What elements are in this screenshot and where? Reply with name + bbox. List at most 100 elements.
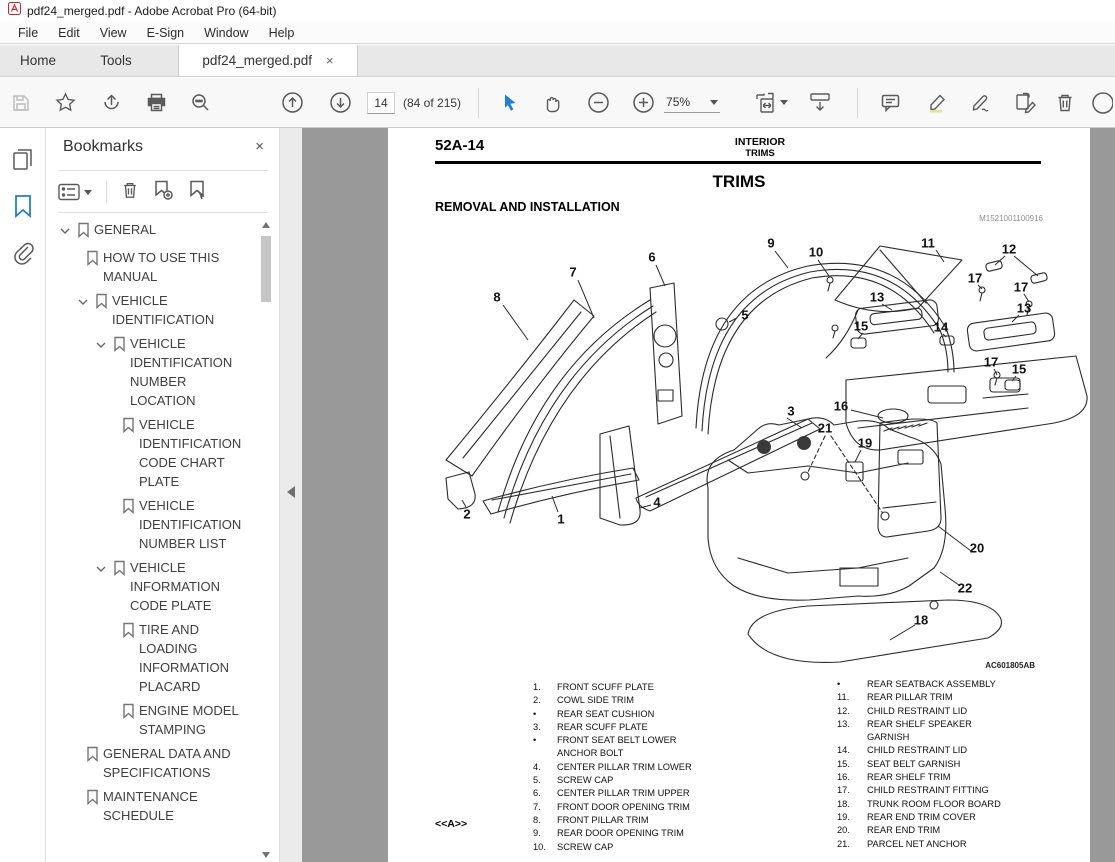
parts-item-marker: 19.	[837, 811, 850, 822]
parts-item-marker: •	[533, 735, 537, 746]
fit-width-icon[interactable]	[752, 90, 788, 116]
parts-item-label: REAR END TRIM	[867, 825, 941, 836]
bookmarks-header: Bookmarks ×	[46, 136, 278, 164]
tab-document[interactable]: pdf24_merged.pdf ×	[178, 45, 358, 76]
parts-list-row: 14.CHILD RESTRAINT LID	[837, 744, 1013, 757]
chevron-down-icon[interactable]	[95, 334, 113, 356]
sign-icon[interactable]	[968, 90, 994, 116]
select-tool-icon[interactable]	[497, 90, 523, 116]
scroll-down-icon[interactable]	[262, 852, 270, 858]
print-icon[interactable]	[143, 90, 169, 116]
parts-list-row: 7.FRONT DOOR OPENING TRIM	[533, 801, 709, 814]
organize-pages-icon[interactable]	[1012, 90, 1038, 116]
star-icon[interactable]	[52, 90, 78, 116]
parts-list-row: 9.REAR DOOR OPENING TRIM	[533, 827, 709, 840]
highlight-icon[interactable]	[924, 90, 950, 116]
bookmark-item[interactable]: VEHICLE IDENTIFICATION NUMBER LOCATION	[46, 334, 256, 410]
chevron-down-icon[interactable]	[59, 220, 77, 242]
bookmark-item[interactable]: HOW TO USE THIS MANUAL	[46, 248, 256, 286]
diagram-callout: 10	[809, 245, 823, 260]
figure-ref-code: AC601805AB	[985, 661, 1035, 670]
scrollbar-thumb[interactable]	[261, 236, 271, 302]
panel-close-icon[interactable]: ×	[255, 138, 264, 155]
bookmarks-toolbar	[58, 176, 207, 208]
zoom-out-icon[interactable]	[585, 90, 611, 116]
parts-item-label: REAR SEATBACK ASSEMBLY	[867, 679, 996, 689]
page-number-input[interactable]: 14	[367, 91, 395, 114]
parts-item-label: COWL SIDE TRIM	[557, 695, 634, 706]
parts-item-label: TRUNK ROOM FLOOR BOARD	[867, 798, 1001, 809]
zoom-level-select[interactable]: 75%	[664, 93, 721, 113]
parts-item-marker: 15.	[837, 758, 850, 769]
tab-tools[interactable]: Tools	[100, 53, 132, 68]
parts-item-marker: •	[533, 708, 537, 719]
more-tools-icon[interactable]	[1087, 90, 1114, 116]
zoom-in-icon[interactable]	[630, 90, 656, 116]
diagram-callout: 21	[818, 421, 832, 436]
parts-item-marker: 17.	[837, 785, 850, 796]
save-icon[interactable]	[8, 90, 34, 116]
menu-item-help[interactable]: Help	[268, 25, 295, 40]
bookmark-item[interactable]: VEHICLE IDENTIFICATION CODE CHART PLATE	[46, 415, 256, 491]
bookmarks-panel-icon[interactable]	[10, 193, 36, 219]
parts-list-row: 18.TRUNK ROOM FLOOR BOARD	[837, 798, 1013, 811]
tab-home[interactable]: Home	[19, 53, 56, 68]
bookmark-item[interactable]: TIRE AND LOADING INFORMATION PLACARD	[46, 620, 256, 696]
page-scrolling-icon[interactable]	[807, 90, 833, 116]
diagram-callout: 1	[557, 512, 564, 527]
hand-tool-icon[interactable]	[539, 90, 565, 116]
chevron-down-icon	[710, 99, 719, 105]
parts-item-label: CHILD RESTRAINT FITTING	[867, 785, 989, 796]
bookmarks-panel: Bookmarks × GEN	[46, 128, 278, 862]
comment-icon[interactable]	[877, 90, 903, 116]
tab-close-icon[interactable]: ×	[326, 53, 334, 68]
bookmark-item[interactable]: GENERAL	[46, 220, 256, 243]
bookmark-label: GENERAL	[94, 222, 157, 237]
new-bookmark-icon[interactable]	[153, 180, 173, 205]
menu-item-view[interactable]: View	[99, 25, 127, 40]
delete-pages-icon[interactable]	[1052, 90, 1078, 116]
parts-item-label: PARCEL NET ANCHOR	[867, 838, 967, 849]
navigation-rail	[0, 128, 46, 862]
document-canvas[interactable]: 52A-14 INTERIOR TRIMS TRIMS REMOVAL AND …	[302, 128, 1115, 862]
parts-item-marker: 10.	[533, 841, 546, 852]
menu-item-window[interactable]: Window	[204, 25, 249, 40]
bookmark-item[interactable]: ENGINE MODEL STAMPING	[46, 701, 256, 739]
parts-list-row: 10.SCREW CAP	[533, 841, 709, 854]
previous-page-icon[interactable]	[279, 90, 305, 116]
panel-collapse-strip[interactable]	[279, 128, 303, 862]
bookmark-item[interactable]: VEHICLE IDENTIFICATION NUMBER LIST	[46, 496, 256, 553]
next-page-icon[interactable]	[327, 90, 353, 116]
chevron-down-icon[interactable]	[95, 558, 113, 580]
parts-list-row: 21.PARCEL NET ANCHOR	[837, 838, 1013, 851]
parts-item-marker: 9.	[533, 828, 541, 839]
parts-list-row: 15.SEAT BELT GARNISH	[837, 758, 1013, 771]
zoom-level-value: 75%	[666, 95, 691, 109]
bookmarks-title: Bookmarks	[63, 138, 144, 155]
bookmark-item[interactable]: MAINTENANCE SCHEDULE	[46, 787, 256, 825]
bookmark-item[interactable]: VEHICLE INFORMATION CODE PLATE	[46, 558, 256, 615]
parts-diagram: 8769101112171713131514171516532119214202…	[445, 236, 1088, 663]
bookmark-item[interactable]: VEHICLE IDENTIFICATION	[46, 291, 256, 329]
diagram-callout: 15	[854, 319, 868, 334]
parts-list-row: 5.SCREW CAP	[533, 774, 709, 787]
chevron-down-icon[interactable]	[77, 291, 95, 313]
attachments-icon[interactable]	[10, 240, 36, 266]
share-icon[interactable]	[98, 90, 124, 116]
parts-item-label: REAR END TRIM COVER	[867, 811, 976, 822]
bookmark-options-icon[interactable]	[58, 183, 92, 201]
page-thumbnails-icon[interactable]	[10, 146, 36, 172]
parts-item-marker: 20.	[837, 825, 850, 836]
page-anchor-marker: <<A>>	[435, 818, 468, 830]
scroll-up-icon[interactable]	[262, 222, 270, 228]
parts-item-marker: 2.	[533, 695, 541, 706]
menu-item-esign[interactable]: E-Sign	[146, 25, 185, 40]
search-icon[interactable]	[187, 90, 213, 116]
delete-bookmark-icon[interactable]	[121, 180, 139, 205]
menu-item-file[interactable]: File	[18, 25, 39, 40]
parts-item-marker: 7.	[533, 801, 541, 812]
expand-current-bookmark-icon[interactable]	[187, 180, 207, 205]
bookmark-item[interactable]: GENERAL DATA AND SPECIFICATIONS	[46, 744, 256, 782]
acrobat-logo-icon	[8, 2, 21, 20]
menu-item-edit[interactable]: Edit	[58, 25, 80, 40]
